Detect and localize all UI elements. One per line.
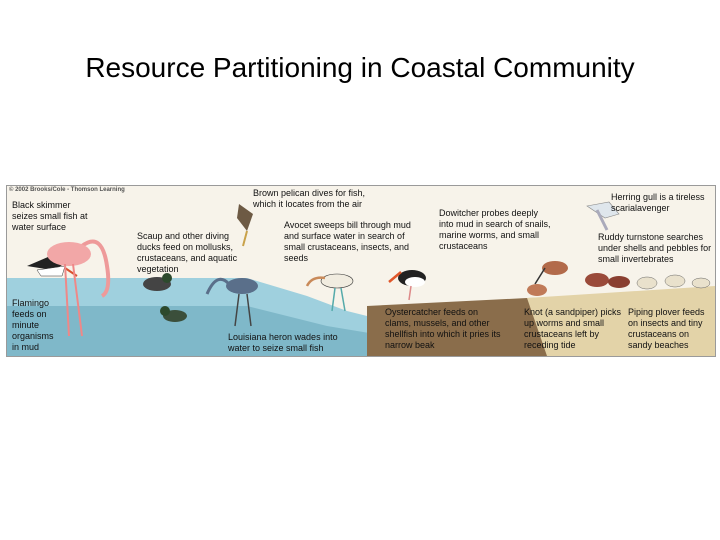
ruddy-turnstone-label: Ruddy turnstone searches under shells an… bbox=[598, 232, 712, 264]
coastal-illustration bbox=[7, 186, 715, 356]
avocet-icon bbox=[305, 273, 354, 312]
flamingo-icon bbox=[47, 239, 111, 337]
flamingo-label: Flamingo feeds on minute organisms in mu… bbox=[12, 298, 54, 352]
scaup-label: Scaup and other diving ducks feed on mol… bbox=[137, 231, 238, 274]
herring-gull-icon bbox=[586, 201, 620, 231]
page-title: Resource Partitioning in Coastal Communi… bbox=[85, 52, 635, 83]
illustration-panel: © 2002 Brooks/Cole - Thomson Learning Bl… bbox=[6, 185, 716, 357]
herring-gull-label: Herring gull is a tireless scarialavenge… bbox=[611, 192, 705, 213]
dowitcher-label: Dowitcher probes deeply into mud in sear… bbox=[439, 208, 551, 251]
knot-icon bbox=[527, 284, 547, 296]
oystercatcher-label: Oystercatcher feeds on clams, mussels, a… bbox=[385, 307, 501, 350]
scaup-duck-icon bbox=[143, 273, 187, 322]
louisiana-heron-label: Louisiana heron wades into water to seiz… bbox=[228, 332, 338, 353]
dowitcher-icon bbox=[534, 261, 568, 285]
piping-plover-label: Piping plover feeds on insects and tiny … bbox=[628, 307, 705, 350]
copyright-notice: © 2002 Brooks/Cole - Thomson Learning bbox=[9, 187, 125, 193]
louisiana-heron-icon bbox=[205, 277, 258, 327]
oystercatcher-icon bbox=[388, 270, 426, 301]
avocet-label: Avocet sweeps bill through mud and surfa… bbox=[284, 220, 411, 263]
deep-water-area bbox=[7, 306, 387, 356]
brown-pelican-label: Brown pelican dives for fish, which it l… bbox=[253, 188, 366, 209]
ruddy-turnstone-icon bbox=[585, 273, 630, 288]
knot-label: Knot (a sandpiper) picks up worms and sm… bbox=[524, 307, 622, 350]
sand-area bbox=[527, 286, 715, 356]
brown-pelican-icon bbox=[237, 204, 253, 247]
piping-plover-icon bbox=[636, 274, 711, 290]
black-skimmer-label: Black skimmer seizes small fish at water… bbox=[12, 200, 88, 232]
